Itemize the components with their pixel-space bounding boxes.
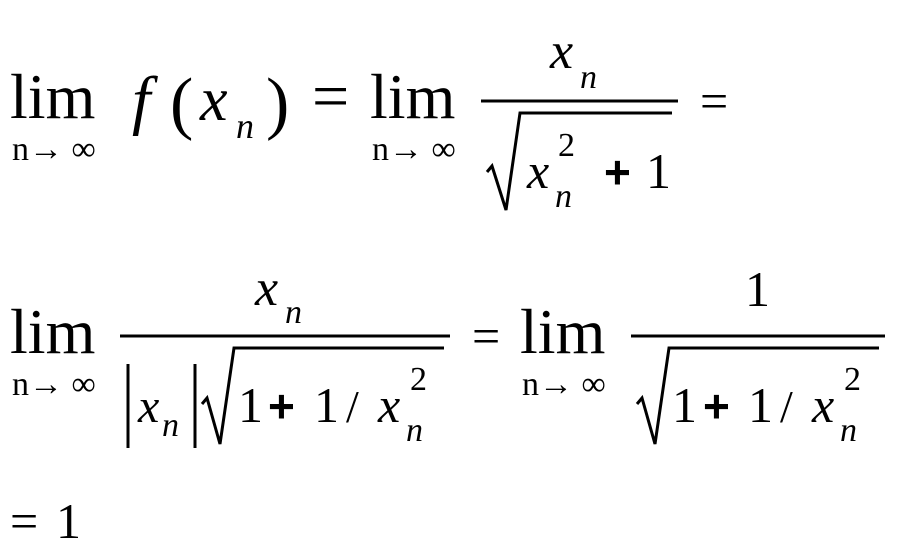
number-one: 1 xyxy=(745,261,770,317)
sqrt-radical xyxy=(635,346,879,445)
number-one: 1 xyxy=(314,377,339,433)
variable-x: x xyxy=(137,380,159,433)
lim-subscript: n→ ∞ xyxy=(12,366,96,403)
lim-operator: lim xyxy=(10,296,95,367)
superscript-2: 2 xyxy=(410,361,427,398)
subscript-n: n xyxy=(285,294,302,331)
subscript-n: n xyxy=(236,106,254,146)
right-paren: ) xyxy=(266,65,289,142)
number-one: 1 xyxy=(56,493,81,549)
variable-x: x xyxy=(377,377,400,433)
slash: / xyxy=(346,381,359,432)
subscript-n: n xyxy=(162,407,179,444)
number-one: 1 xyxy=(646,143,671,199)
number-one: 1 xyxy=(672,377,697,433)
lim-operator: lim xyxy=(520,296,605,367)
function-f: f xyxy=(132,64,158,137)
lim-subscript: n→ ∞ xyxy=(12,131,96,168)
subscript-n: n xyxy=(555,178,572,215)
equals-sign: = xyxy=(10,493,38,549)
plus-sign: + xyxy=(268,380,295,432)
subscript-n: n xyxy=(840,412,857,449)
slash: / xyxy=(780,381,793,432)
variable-x: x xyxy=(199,66,228,134)
variable-x: x xyxy=(811,377,834,433)
plus-sign: + xyxy=(703,380,730,432)
lim-operator: lim xyxy=(10,61,95,132)
subscript-n: n xyxy=(406,412,423,449)
subscript-n: n xyxy=(580,59,597,96)
variable-x: x xyxy=(549,23,573,80)
lim-operator: lim xyxy=(370,61,455,132)
plus-sign: + xyxy=(604,146,631,198)
equals-sign: = xyxy=(312,60,349,133)
number-one: 1 xyxy=(748,377,773,433)
number-one: 1 xyxy=(238,377,263,433)
superscript-2: 2 xyxy=(844,361,861,398)
equals-sign: = xyxy=(700,73,728,129)
equation-line-1: lim n→ ∞ f ( x n ) = lim n→ ∞ x n x 2 n … xyxy=(10,23,728,215)
sqrt-radical xyxy=(200,346,444,445)
sqrt-radical xyxy=(485,111,672,211)
equation-line-2: lim n→ ∞ x n x n 1 + 1 / x 2 n = lim n→ … xyxy=(10,260,885,449)
variable-x: x xyxy=(254,260,278,317)
superscript-2: 2 xyxy=(558,127,575,164)
variable-x: x xyxy=(526,143,549,199)
equation-line-3: = 1 xyxy=(10,493,81,549)
lim-subscript: n→ ∞ xyxy=(372,131,456,168)
equals-sign: = xyxy=(472,308,500,364)
left-paren: ( xyxy=(170,65,193,142)
lim-subscript: n→ ∞ xyxy=(522,366,606,403)
